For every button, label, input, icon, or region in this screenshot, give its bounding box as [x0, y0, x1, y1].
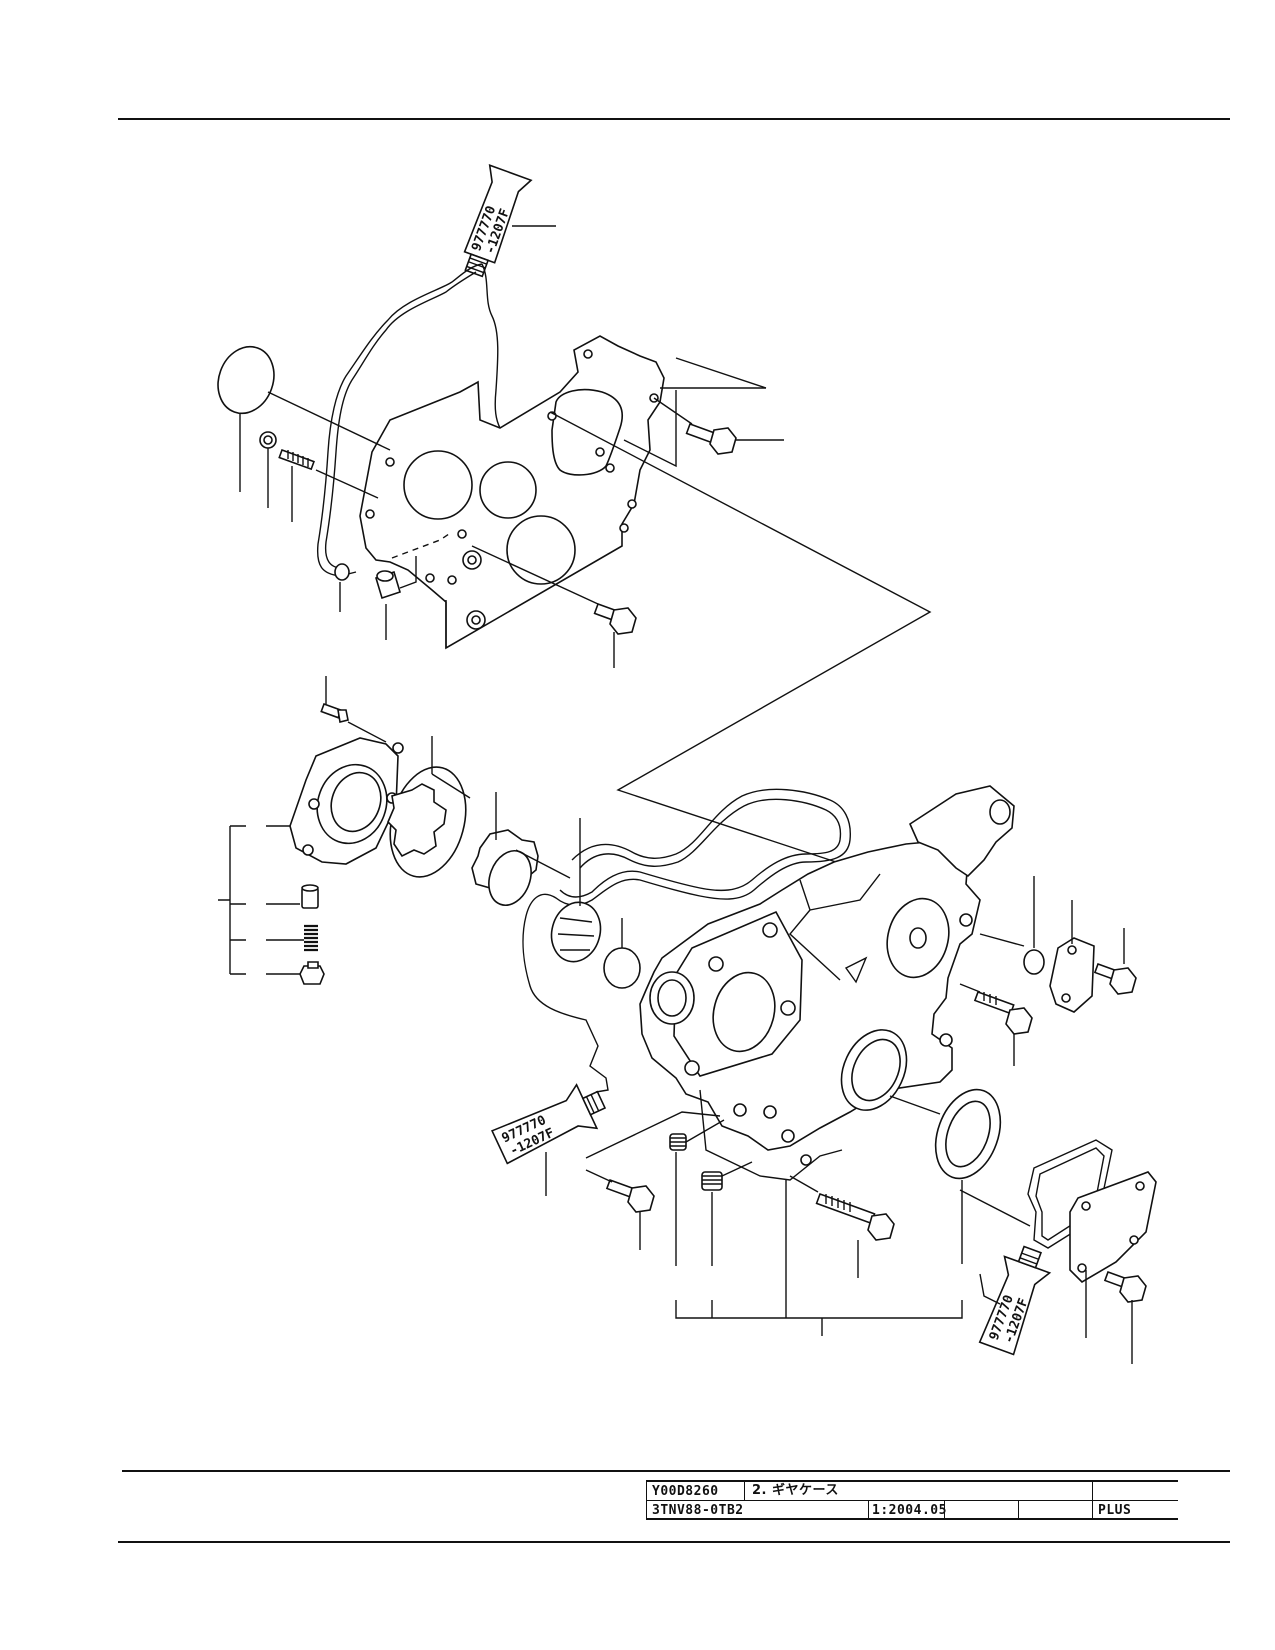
- flange-bolt: [595, 604, 636, 634]
- plug: [702, 1172, 722, 1190]
- title-block-upper-rule: [122, 1470, 1230, 1472]
- side-cover-gasket: [1028, 1140, 1112, 1248]
- reference-line: [550, 412, 930, 862]
- o-ring: [1024, 950, 1044, 974]
- drawing-number: Y00D8260: [652, 1484, 719, 1499]
- scale-date: 1:2004.05: [872, 1503, 947, 1518]
- long-bolt: [817, 1194, 894, 1240]
- pump-cap: [545, 897, 607, 967]
- section-title: 2. ギヤケース: [752, 1483, 839, 1498]
- housing-mount-arm: [910, 786, 1014, 876]
- long-bolt: [975, 992, 1032, 1034]
- oil-seal: [924, 1081, 1012, 1188]
- pump-outer-rotor: [379, 759, 478, 886]
- gear-case-gasket: [523, 789, 850, 1092]
- sealant-tube-lower: 977770 -1207F: [974, 1241, 1055, 1356]
- relief-valve: [302, 885, 318, 908]
- stud-bolt: [279, 450, 314, 469]
- flange-bolt: [687, 424, 784, 454]
- o-ring: [209, 339, 283, 421]
- title-block-left: [646, 1480, 647, 1520]
- edition-label: PLUS: [1098, 1503, 1132, 1518]
- dowel-pin: [376, 571, 400, 598]
- bottom-border-line: [118, 1541, 1230, 1543]
- title-block-mid: [646, 1500, 1178, 1501]
- title-block-bottom: [646, 1518, 1178, 1520]
- washer-nut: [260, 432, 276, 448]
- flange-bolt: [1095, 964, 1136, 994]
- plate-gasket: [318, 264, 500, 576]
- plug: [670, 1134, 686, 1150]
- title-block-top: [646, 1480, 1178, 1482]
- group-bracket: [676, 1180, 962, 1336]
- side-cover-plate: [1070, 1172, 1156, 1282]
- o-ring: [604, 948, 640, 988]
- small-o-ring: [335, 564, 349, 580]
- pump-inner-rotor: [472, 830, 538, 911]
- top-border-line: [118, 118, 1230, 120]
- plate-bore: [404, 451, 472, 519]
- plate-bore: [507, 516, 575, 584]
- plate-bore: [480, 462, 536, 518]
- sealant-tube-top: 977770 -1207F: [453, 165, 531, 281]
- relief-spring: [304, 926, 318, 950]
- pump-screw: [321, 704, 348, 722]
- model-number: 3TNV88-0TB2: [652, 1503, 744, 1518]
- flange-bolt: [1105, 1272, 1146, 1302]
- flange-bolt: [607, 1180, 654, 1212]
- cover-plate-small: [1050, 938, 1094, 1012]
- relief-plug: [300, 962, 324, 984]
- housing-bore: [705, 966, 784, 1059]
